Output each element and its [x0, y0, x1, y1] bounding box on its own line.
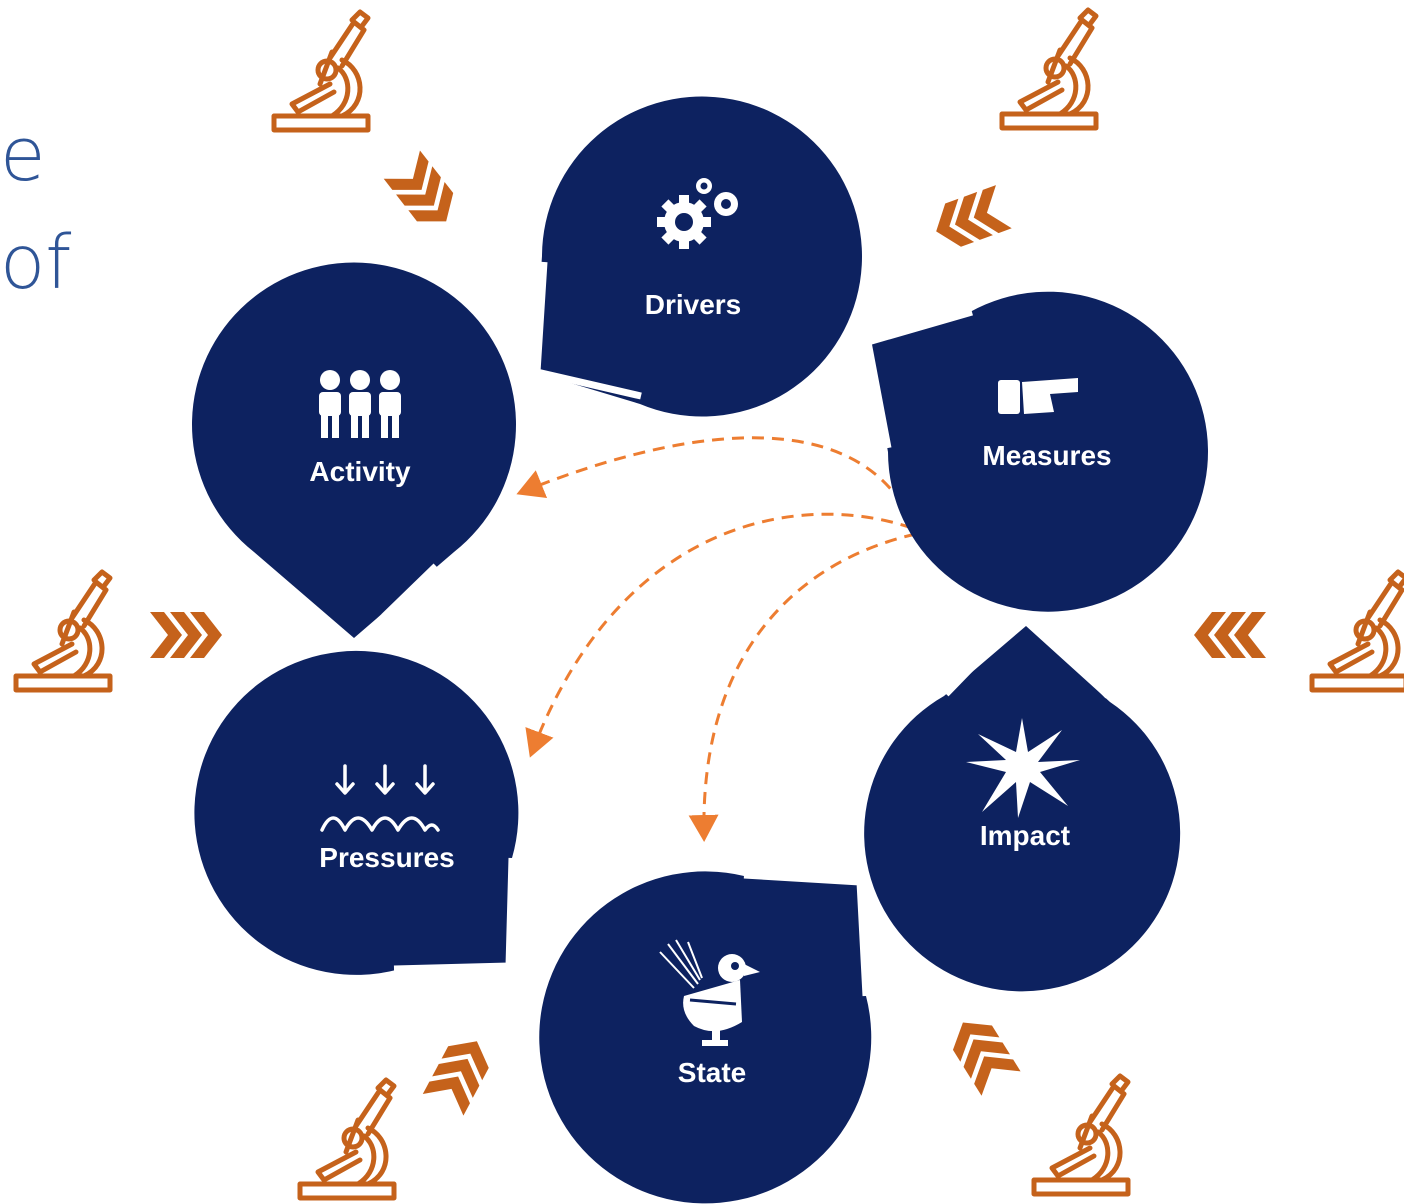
gears-icon [657, 178, 738, 249]
node-state: State [539, 871, 872, 1204]
chevron-left-mid [150, 612, 222, 658]
feedback-arrow-measures-state [688, 532, 917, 842]
title-fragment-line1: e [0, 112, 46, 198]
chevron-top-left [383, 150, 465, 236]
microscope-icon [1312, 572, 1404, 690]
node-impact-label: Impact [980, 820, 1070, 851]
chevron-bottom-left [422, 1030, 498, 1116]
microscope-icon [274, 12, 368, 130]
node-state-shape [539, 871, 872, 1204]
down-arrows-waves-icon [320, 764, 440, 832]
microscope-icon [16, 572, 110, 690]
node-state-label: State [678, 1057, 746, 1088]
node-impact-shape [864, 626, 1181, 992]
node-pressures-edge [393, 857, 516, 973]
node-activity-shape [192, 262, 516, 638]
distressed-bird-icon [659, 939, 760, 1046]
node-activity: Activity [192, 262, 516, 638]
node-state-edge [743, 871, 870, 997]
chevron-bottom-right [943, 1010, 1021, 1096]
microscope-icon [1002, 10, 1096, 128]
node-pressures-shape [194, 650, 519, 975]
feedback-arrow-measures-activity [516, 436, 914, 523]
people-icon [319, 370, 401, 438]
feedback-arrows [516, 436, 917, 842]
node-measures-edge [863, 308, 973, 449]
node-measures: Measures [863, 291, 1208, 612]
node-measures-shape [868, 291, 1208, 612]
node-measures-label: Measures [982, 440, 1111, 471]
microscope-icon [1034, 1076, 1128, 1194]
node-drivers-edge [533, 261, 642, 400]
node-impact: Impact [864, 626, 1181, 992]
pointing-hand-icon [998, 378, 1078, 414]
feedback-arrow-measures-pressures [525, 512, 913, 758]
node-activity-edge [259, 563, 439, 637]
microscope-icon [300, 1080, 394, 1198]
starburst-icon [966, 718, 1080, 818]
node-impact-edge [943, 627, 1111, 699]
node-drivers-label: Drivers [645, 289, 742, 320]
node-pressures-label: Pressures [319, 842, 454, 873]
chevron-right-mid [1194, 612, 1266, 658]
node-activity-label: Activity [309, 456, 411, 487]
chevron-top-right [928, 185, 1012, 253]
node-drivers: Drivers [533, 96, 862, 417]
node-pressures: Pressures [194, 650, 519, 975]
node-drivers-shape [534, 96, 862, 417]
title-fragment-line2: of [0, 220, 72, 306]
